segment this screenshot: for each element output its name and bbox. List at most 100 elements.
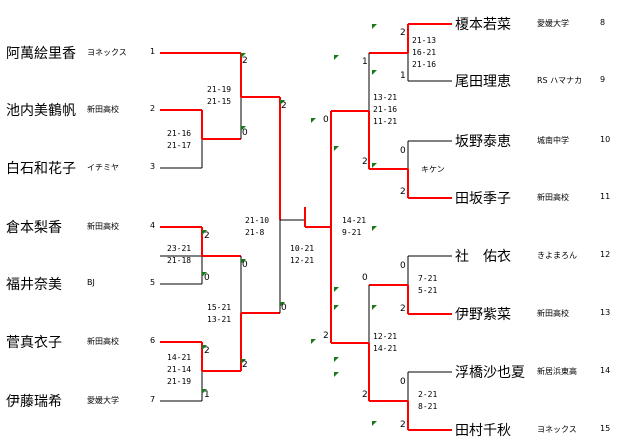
games-13: 2 [400,304,406,314]
score-1213v1415: 12-21 14-21 [373,332,398,353]
flag-icon [202,272,207,277]
player-name: 倉本梨香 [6,220,62,236]
games-6: 2 [204,346,210,356]
player-seed: 7 [150,395,156,404]
player-seed: 11 [600,192,611,201]
score-left-semi: 21-10 21-8 [245,216,270,237]
player-name: 田村千秋 [455,423,511,439]
player-name: 尾田理恵 [455,74,511,90]
player-name: 伊藤瑞希 [6,394,62,410]
player-seed: 15 [600,424,611,433]
player-seed: 5 [150,278,156,287]
player-name: 福井奈美 [6,277,62,293]
flag-icon [280,302,285,307]
player-name: 坂野泰恵 [455,134,511,150]
player-team: きよまろん [537,251,577,260]
flag-icon [202,345,207,350]
games-7: 1 [204,390,210,400]
note-10v11: キケン [421,165,445,174]
flag-icon [372,421,377,426]
player-seed: 8 [600,18,606,27]
player-team: 新田高校 [537,309,569,318]
player-seed: 2 [150,104,156,113]
player-seed: 9 [600,75,606,84]
flag-icon [372,24,377,29]
flag-icon [241,359,246,364]
games-1415: 2 [362,390,368,400]
games-9: 1 [400,71,406,81]
score-89v1011: 13-21 21-16 11-21 [373,93,398,126]
player-name: 菅真衣子 [6,335,62,351]
score-right-semi: 14-21 9-21 [342,216,367,237]
player-team: 愛媛大学 [537,19,569,28]
games-89: 1 [362,57,368,67]
games-8: 2 [400,28,406,38]
player-name: 伊野紫菜 [455,307,511,323]
flag-icon [372,226,377,231]
player-team: 新田高校 [537,193,569,202]
score-14v15: 2-21 8-21 [418,390,438,411]
player-team: BJ [87,278,95,287]
player-name: 榎本若菜 [455,17,511,33]
flag-icon [334,305,339,310]
player-seed: 14 [600,366,611,375]
player-name: 田坂季子 [455,191,511,207]
player-seed: 1 [150,47,156,56]
flag-icon [311,118,316,123]
flag-icon [372,305,377,310]
flag-icon [241,53,246,58]
games-5: 0 [204,273,210,283]
flag-icon [334,146,339,151]
flag-icon [241,126,246,131]
flag-icon [280,100,285,105]
games-12: 0 [400,261,406,271]
player-seed: 3 [150,162,156,171]
games-right-top: 0 [323,115,329,125]
games-10: 0 [400,146,406,156]
player-seed: 12 [600,250,611,259]
score-4v5: 23-21 21-18 [167,244,192,265]
games-left-top: 2 [281,101,287,111]
player-team: 新田高校 [87,105,119,114]
games-14: 0 [400,377,406,387]
player-team: ヨネックス [537,425,577,434]
games-15: 2 [400,420,406,430]
games-4: 2 [204,231,210,241]
score-1v23: 21-19 21-15 [207,85,232,106]
player-team: イチミヤ [87,163,119,172]
games-right-bottom: 2 [323,331,329,341]
flag-icon [334,357,339,362]
score-2v3: 21-16 21-17 [167,129,192,150]
player-team: 愛媛大学 [87,396,119,405]
flag-icon [334,55,339,60]
games-1213: 0 [362,273,368,283]
score-45v67: 15-21 13-21 [207,303,232,324]
flag-icon [202,230,207,235]
games-45: 0 [242,260,248,270]
player-seed: 4 [150,221,156,230]
games-23: 0 [242,128,248,138]
player-team: ヨネックス [87,48,127,57]
score-8v9: 21-13 16-21 21-16 [412,36,437,69]
score-6v7: 14-21 21-14 21-19 [167,353,192,386]
player-seed: 6 [150,336,156,345]
player-team: 新田高校 [87,337,119,346]
games-11: 2 [400,187,406,197]
player-team: 新居浜東高 [537,367,577,376]
games-left-bottom: 0 [281,303,287,313]
player-team: RS ハマナカ [537,76,583,85]
flag-icon [311,339,316,344]
player-name: 白石和花子 [6,161,76,177]
flag-icon [241,259,246,264]
games-1: 2 [242,56,248,66]
flag-icon [202,389,207,394]
flag-icon [372,163,377,168]
player-seed: 10 [600,135,611,144]
player-name: 浮橋沙也夏 [455,365,525,381]
flag-icon [372,70,377,75]
games-1011: 2 [362,157,368,167]
player-seed: 13 [600,308,611,317]
player-team: 新田高校 [87,222,119,231]
score-final: 10-21 12-21 [290,244,315,265]
